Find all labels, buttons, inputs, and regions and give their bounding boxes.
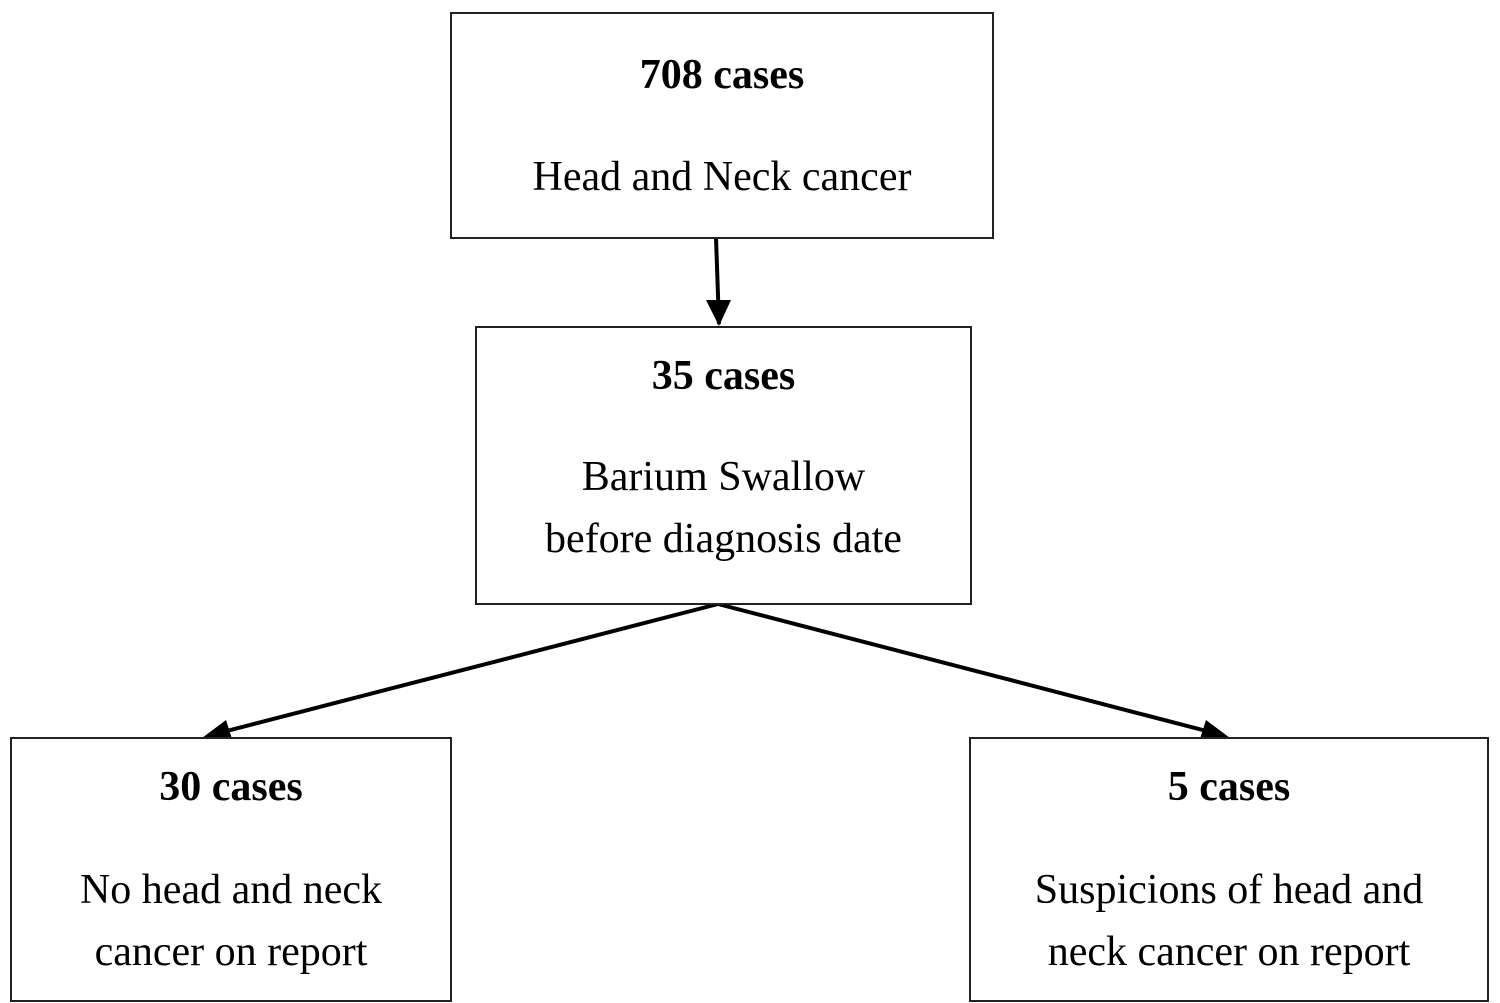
description-line: Head and Neck cancer — [532, 154, 912, 200]
node-suspicion-on-report: 5 cases Suspicions of head and neck canc… — [969, 737, 1489, 1002]
node-count: 35 cases — [651, 353, 796, 399]
description-line: neck cancer on report — [1047, 929, 1411, 975]
arrowhead-top-to-mid — [706, 300, 731, 326]
node-barium-swallow: 35 cases Barium Swallow before diagnosis… — [475, 326, 972, 605]
node-description: Suspicions of head and neck cancer on re… — [971, 859, 1487, 983]
description-line: Suspicions of head and — [1034, 867, 1424, 913]
node-count: 30 cases — [159, 764, 303, 810]
node-count: 708 cases — [639, 52, 805, 98]
arrowhead-mid-to-right — [1199, 720, 1230, 742]
node-description: No head and neck cancer on report — [12, 859, 450, 983]
description-line: No head and neck — [79, 867, 383, 913]
arrowhead-mid-to-left — [202, 720, 233, 742]
description-line: cancer on report — [94, 929, 368, 975]
node-no-cancer-on-report: 30 cases No head and neck cancer on repo… — [10, 737, 452, 1002]
node-description: Head and Neck cancer — [452, 146, 992, 208]
arrow-mid-to-left — [214, 602, 719, 736]
node-count: 5 cases — [1167, 764, 1291, 810]
description-line: before diagnosis date — [545, 516, 902, 562]
arrow-mid-to-right — [717, 602, 1219, 736]
node-description: Barium Swallow before diagnosis date — [477, 446, 970, 570]
node-head-neck-cancer: 708 cases Head and Neck cancer — [450, 12, 994, 239]
description-line: Barium Swallow — [581, 454, 866, 500]
